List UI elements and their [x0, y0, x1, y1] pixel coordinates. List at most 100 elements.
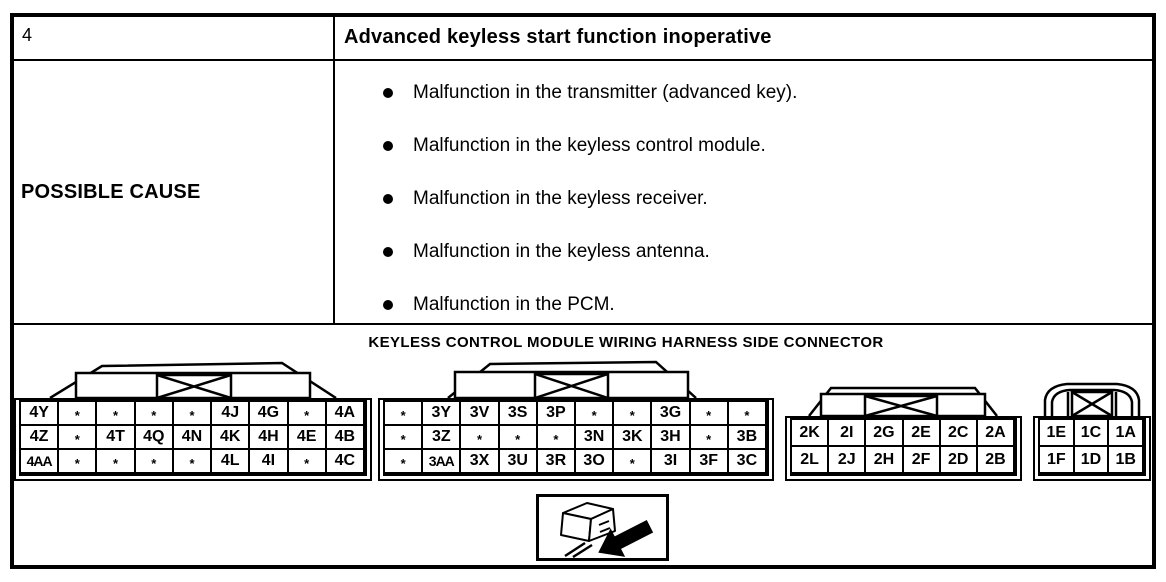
pin-4Y: 4Y: [21, 402, 60, 426]
list-item: Malfunction in the keyless control modul…: [383, 119, 1152, 172]
pin-2G: 2G: [866, 420, 904, 447]
pin-4C: 4C: [326, 450, 365, 474]
pin-2I: 2I: [829, 420, 867, 447]
pin-4Q: 4Q: [135, 426, 174, 450]
pin-3N: 3N: [576, 426, 615, 450]
pin-1F: 1F: [1040, 447, 1075, 474]
pin-unused: *: [576, 402, 615, 426]
pin-4N: 4N: [173, 426, 213, 450]
pin-2A: 2A: [977, 420, 1015, 447]
pin-unused: *: [135, 450, 174, 474]
pin-4AA: 4AA: [21, 450, 60, 474]
pin-unused: *: [614, 402, 653, 426]
pin-3X: 3X: [461, 450, 500, 474]
pin-unused: *: [499, 426, 538, 450]
pin-2B: 2B: [977, 447, 1015, 474]
pin-unused: *: [690, 426, 729, 450]
cause-text: Malfunction in the keyless receiver.: [413, 187, 708, 209]
pin-1B: 1B: [1109, 447, 1144, 474]
pin-unused: *: [173, 450, 213, 474]
connector-3-hood-icon: [447, 360, 697, 398]
possible-cause-row: POSSIBLE CAUSE Malfunction in the transm…: [14, 61, 1152, 325]
pin-1C: 1C: [1074, 420, 1110, 447]
pin-unused: *: [385, 426, 424, 450]
bullet-dot-icon: [383, 246, 393, 257]
pin-2E: 2E: [903, 420, 941, 447]
pin-3S: 3S: [499, 402, 538, 426]
pin-unused: *: [59, 426, 98, 450]
pin-3U: 3U: [499, 450, 538, 474]
pin-1D: 1D: [1074, 447, 1110, 474]
pin-3AA: 3AA: [423, 450, 462, 474]
pin-3V: 3V: [461, 402, 500, 426]
pin-1A: 1A: [1109, 420, 1144, 447]
item-number: 4: [22, 25, 33, 45]
pin-unused: *: [537, 426, 576, 450]
bullet-dot-icon: [383, 87, 393, 98]
pin-4I: 4I: [250, 450, 289, 474]
pin-2F: 2F: [903, 447, 941, 474]
possible-cause-list: Malfunction in the transmitter (advanced…: [335, 61, 1152, 323]
pin-2J: 2J: [829, 447, 867, 474]
pin-4J: 4J: [212, 402, 251, 426]
pin-3Y: 3Y: [423, 402, 462, 426]
pin-4L: 4L: [212, 450, 251, 474]
pin-3G: 3G: [652, 402, 691, 426]
pin-3B: 3B: [728, 426, 767, 450]
pin-unused: *: [288, 402, 327, 426]
pin-3Z: 3Z: [423, 426, 462, 450]
list-item: Malfunction in the PCM.: [383, 278, 1152, 331]
pin-3K: 3K: [614, 426, 653, 450]
pin-3C: 3C: [728, 450, 767, 474]
pin-4T: 4T: [97, 426, 136, 450]
bullet-dot-icon: [383, 140, 393, 151]
pin-unused: *: [97, 402, 136, 426]
troubleshooting-table: 4 Advanced keyless start function inoper…: [10, 13, 1156, 569]
pin-2K: 2K: [792, 420, 830, 447]
possible-cause-label: POSSIBLE CAUSE: [14, 61, 335, 323]
pin-2H: 2H: [866, 447, 904, 474]
pin-unused: *: [135, 402, 174, 426]
pin-unused: *: [288, 450, 327, 474]
pin-1E: 1E: [1040, 420, 1075, 447]
item-number-cell: 4: [14, 17, 335, 59]
bullet-dot-icon: [383, 299, 393, 310]
wire-lines: [563, 541, 593, 559]
cause-text: Malfunction in the transmitter (advanced…: [413, 81, 798, 103]
pin-4A: 4A: [326, 402, 365, 426]
pointer-arrow-icon: [597, 520, 653, 557]
cause-text: Malfunction in the PCM.: [413, 293, 615, 315]
pin-4H: 4H: [250, 426, 289, 450]
pin-unused: *: [461, 426, 500, 450]
pin-unused: *: [385, 402, 424, 426]
connector-1-hood-icon: [1043, 382, 1141, 416]
pin-3H: 3H: [652, 426, 691, 450]
list-item: Malfunction in the transmitter (advanced…: [383, 66, 1152, 119]
pin-unused: *: [614, 450, 653, 474]
pin-4B: 4B: [326, 426, 365, 450]
pin-unused: *: [97, 450, 136, 474]
list-item: Malfunction in the keyless antenna.: [383, 225, 1152, 278]
pin-4K: 4K: [212, 426, 251, 450]
pin-3I: 3I: [652, 450, 691, 474]
pin-unused: *: [59, 402, 98, 426]
connector-2-hood-icon: [808, 386, 998, 416]
cause-text: Malfunction in the keyless antenna.: [413, 240, 710, 262]
pin-unused: *: [173, 402, 213, 426]
bullet-dot-icon: [383, 193, 393, 204]
pin-2L: 2L: [792, 447, 830, 474]
symptom-title: Advanced keyless start function inoperat…: [344, 26, 772, 48]
pin-2D: 2D: [940, 447, 978, 474]
pin-4Z: 4Z: [21, 426, 60, 450]
